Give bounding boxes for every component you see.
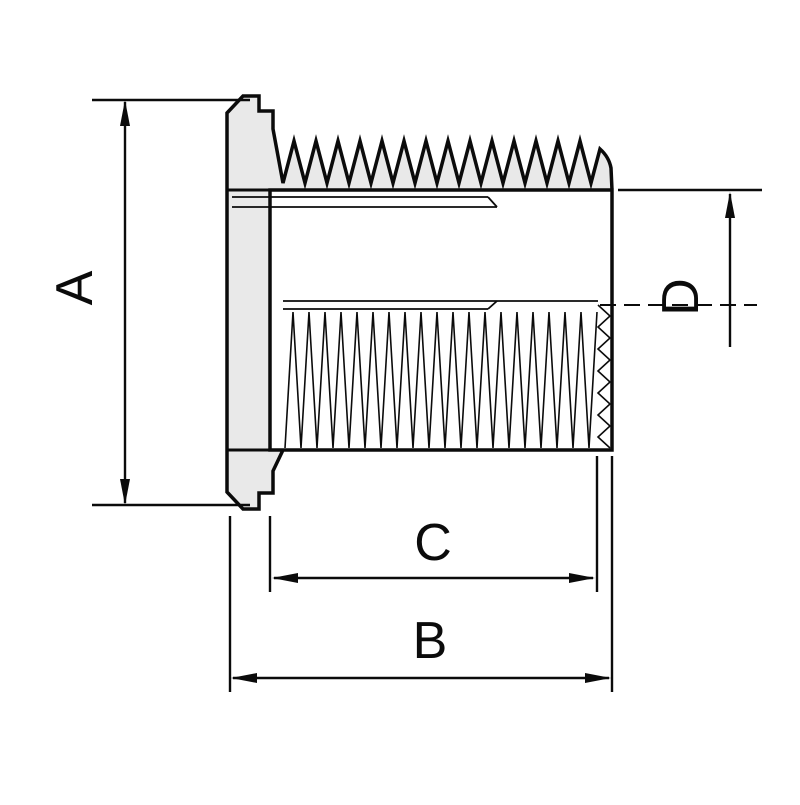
part-interior-details xyxy=(232,196,612,449)
internal-thread-hatch xyxy=(284,311,598,449)
dimension-b: B xyxy=(228,456,614,692)
dim-b-arrow-right xyxy=(585,673,611,683)
dim-b-arrow-left xyxy=(231,673,257,683)
dim-d-arrow-up xyxy=(725,192,735,218)
dimensions: A D C xyxy=(46,98,762,692)
dim-b-label: B xyxy=(413,612,448,670)
dim-c-label: C xyxy=(414,514,452,572)
internal-thread-end-profile xyxy=(596,304,612,449)
internal-thread-runout xyxy=(487,300,498,310)
drawing: A D C xyxy=(46,94,762,692)
dimension-a: A xyxy=(46,98,250,507)
dim-c-arrow-right xyxy=(569,573,595,583)
dim-a-label: A xyxy=(46,270,104,305)
part-outline-external-thread xyxy=(225,94,614,511)
dimension-d: D xyxy=(600,188,762,347)
dim-c-arrow-left xyxy=(272,573,298,583)
dim-a-arrow-up xyxy=(120,100,130,126)
thread-relief-runout-upper xyxy=(487,196,498,208)
dimension-c: C xyxy=(268,456,599,592)
part xyxy=(225,94,614,511)
dim-a-arrow-down xyxy=(120,479,130,505)
dim-d-label: D xyxy=(652,278,710,316)
